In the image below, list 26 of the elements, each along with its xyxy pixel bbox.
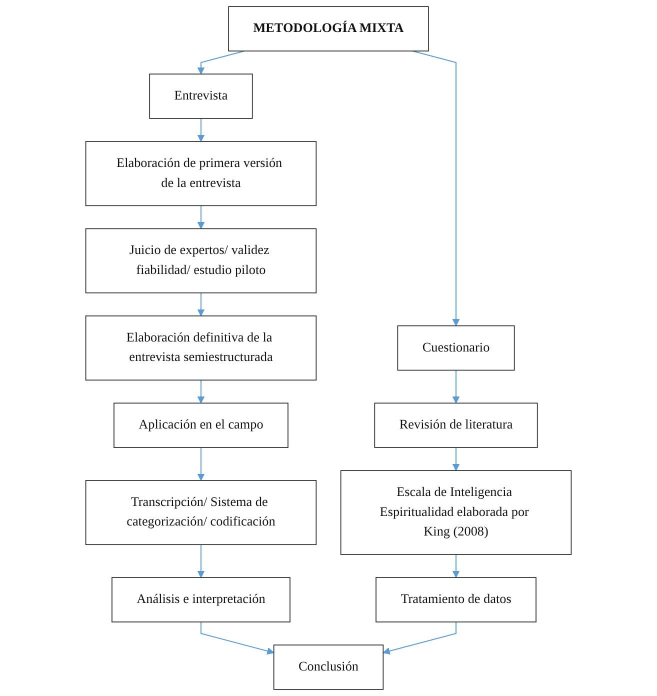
arrow <box>382 621 457 655</box>
arrow <box>197 118 205 142</box>
arrow <box>452 370 460 404</box>
arrow <box>197 447 205 481</box>
arrow <box>197 380 205 404</box>
node-box: Juicio de expertos/ validez fiabilidad/ estudio piloto <box>85 228 317 294</box>
node-box: Entrevista <box>149 74 253 119</box>
node-box: Elaboración definitiva de la entrevista semiestructurada <box>85 316 317 380</box>
arrow <box>197 50 246 74</box>
node-box: Aplicación en el campo <box>114 402 288 448</box>
node-box: Cuestionario <box>397 325 515 371</box>
arrow <box>197 544 205 578</box>
arrow <box>412 50 460 326</box>
arrow <box>200 621 274 655</box>
arrow <box>452 554 460 578</box>
node-box: Revisión de literatura <box>374 402 538 448</box>
node-box: Transcripción/ Sistema de categorización/ codificación <box>85 480 317 546</box>
node-box: Elaboración de primera versión de la entrevista <box>85 141 317 206</box>
arrow <box>197 205 205 230</box>
node-box: Escala de Inteligencia Espiritualidad elaborada por King (2008) <box>340 470 572 555</box>
node-box: Análisis e interpretación <box>112 577 290 622</box>
node-box: Tratamiento de datos <box>376 577 536 622</box>
node-box: Conclusión <box>273 644 384 690</box>
arrow <box>197 292 205 316</box>
node-box: METODOLOGÍA MIXTA <box>228 6 429 52</box>
arrow <box>452 447 460 471</box>
